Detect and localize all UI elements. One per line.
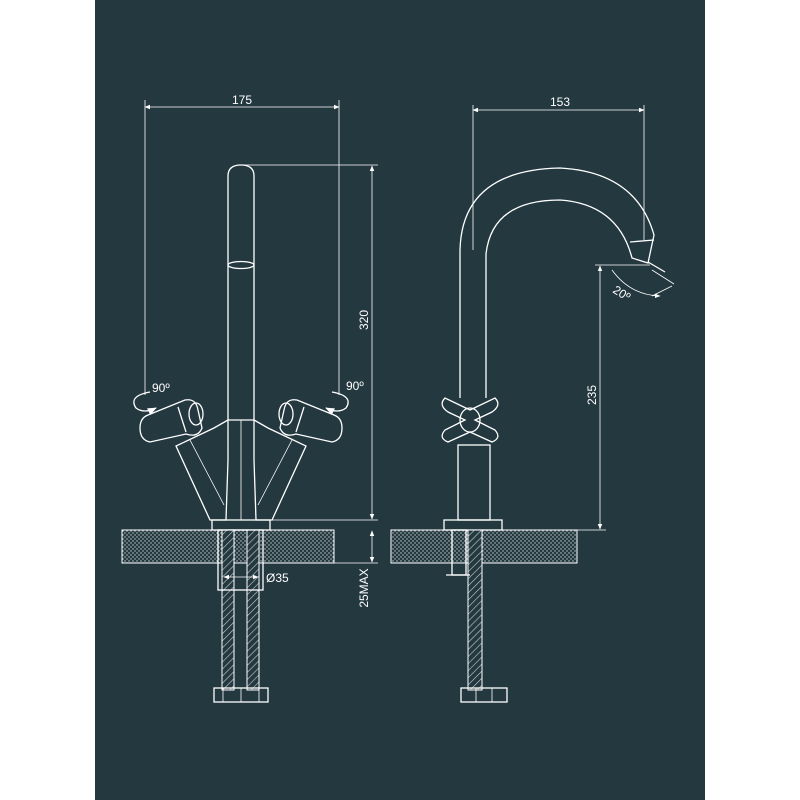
supply-hose-right [246,529,260,691]
supply-hose-left [221,529,235,691]
rotation-right-label: 90º [346,379,364,393]
supply-hose-side [467,529,483,691]
side-valve-body [457,444,491,521]
dim-320-label: 320 [357,310,371,330]
dim-diameter-label: Ø35 [266,571,289,585]
dim-235-label: 235 [585,385,599,405]
angle-arc-20 [611,269,661,299]
left-cross-handle[interactable] [139,399,204,443]
front-base [211,519,271,531]
side-base [443,519,503,531]
rotation-arrow-left [133,391,157,415]
spout-angle-label: 20º [610,283,633,305]
dim-153-label: 153 [550,95,570,109]
rotation-arrow-right [325,391,349,415]
side-gooseneck-spout [459,167,655,398]
rotation-left-label: 90º [152,381,170,395]
hose-nut-side [460,687,508,703]
front-view [121,100,378,703]
side-cross-handle[interactable] [441,397,499,443]
dim-175-label: 175 [232,93,252,107]
dim-25max-label: 25MAX [357,568,371,607]
right-cross-handle[interactable] [278,399,343,443]
countertop-side [390,529,578,564]
side-view [390,105,675,703]
front-spout-pipe [227,164,255,421]
front-valve-body [175,418,229,521]
drawing-sheet [95,0,705,800]
